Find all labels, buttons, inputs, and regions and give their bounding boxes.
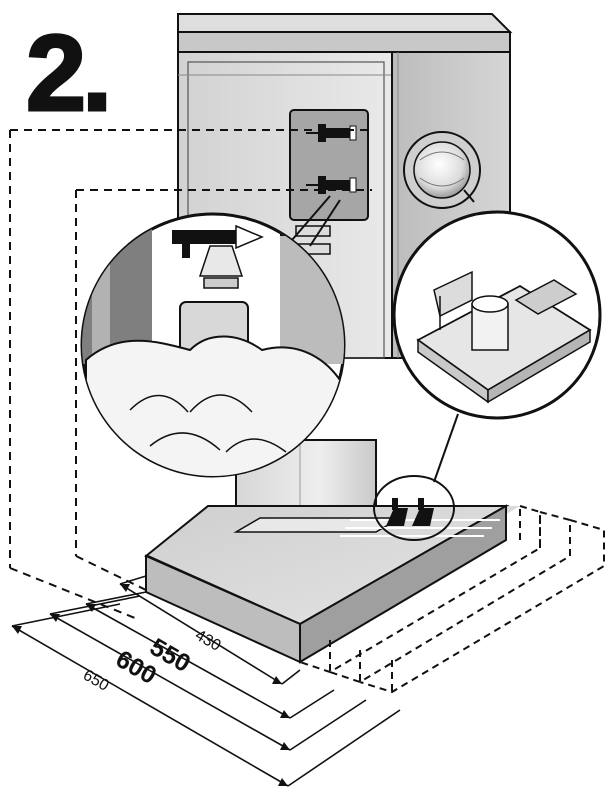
step-number: 2. bbox=[26, 12, 108, 133]
dimension-lines bbox=[11, 575, 401, 787]
hood-canopy bbox=[144, 475, 520, 664]
guide-lines bbox=[9, 129, 372, 621]
dimension-arrows bbox=[12, 584, 290, 786]
mounting-clips bbox=[386, 498, 434, 526]
connector-panel bbox=[289, 109, 369, 221]
control-knob bbox=[403, 131, 481, 209]
clip-detail-callout bbox=[392, 210, 602, 483]
alternate-width-outlines bbox=[299, 505, 605, 694]
dimension-650-label: 650 bbox=[80, 667, 112, 695]
plug-detail-callout bbox=[80, 195, 346, 478]
